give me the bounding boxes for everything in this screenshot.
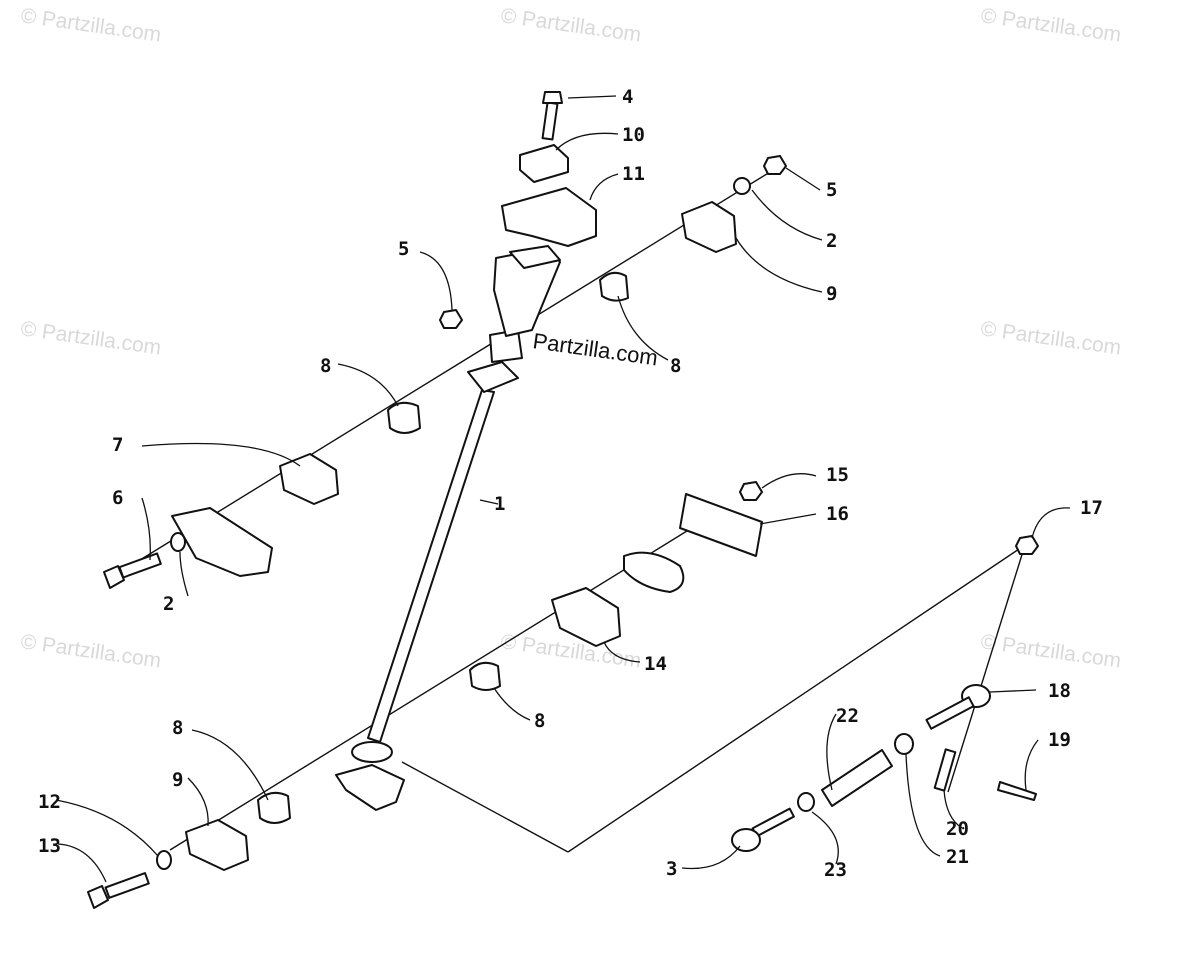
bolt — [103, 565, 125, 589]
callout-number: 20 — [946, 818, 969, 840]
callout-layer: 1 2 2 3 4 5 5 6 7 8 8 8 8 9 9 10 11 12 1… — [38, 86, 1103, 881]
callout-number: 15 — [826, 464, 849, 486]
steering-post — [467, 361, 519, 393]
watermark-center: Partzilla.com — [531, 328, 659, 370]
bolt — [87, 885, 109, 909]
callout-number: 19 — [1048, 729, 1071, 751]
bearing-cap — [185, 819, 249, 871]
callout-number: 18 — [1048, 680, 1071, 702]
bearing-cap — [681, 201, 737, 253]
watermark: © Partzilla.com — [979, 630, 1122, 672]
watermark: © Partzilla.com — [19, 630, 162, 672]
watermark: © Partzilla.com — [19, 4, 162, 46]
callout-number: 3 — [666, 858, 677, 880]
bolt — [542, 91, 563, 104]
watermark: © Partzilla.com — [979, 4, 1122, 46]
callout-number: 13 — [38, 835, 61, 857]
parts-layer — [87, 91, 1039, 909]
bearing-cap — [279, 453, 339, 505]
callout-number: 8 — [534, 710, 545, 732]
callout-number: 8 — [320, 355, 331, 377]
plate — [679, 493, 763, 557]
callout-number: 14 — [644, 653, 667, 675]
callout-number: 22 — [836, 705, 859, 727]
lock-nut — [439, 309, 463, 329]
callout-number: 9 — [172, 769, 183, 791]
leader-lines — [55, 95, 1071, 883]
cotter-pin — [997, 781, 1037, 801]
callout-number: 9 — [826, 283, 837, 305]
callout-number: 6 — [112, 487, 123, 509]
bolt — [541, 101, 559, 141]
callout-number: 7 — [112, 434, 123, 456]
watermark: © Partzilla.com — [499, 4, 642, 46]
tie-rod — [821, 749, 893, 807]
callout-number: 8 — [670, 355, 681, 377]
jam-nut — [797, 792, 815, 812]
callout-number: 5 — [398, 238, 409, 260]
bearing-cap — [551, 587, 621, 647]
washer — [156, 850, 172, 870]
tie-rod-end — [925, 696, 975, 730]
axis-lines — [139, 171, 1026, 853]
bushing — [469, 661, 501, 691]
bearing-cap — [171, 507, 273, 577]
callout-number: 12 — [38, 791, 61, 813]
callout-number: 17 — [1080, 497, 1103, 519]
bushing — [257, 791, 291, 824]
callout-number: 1 — [494, 493, 505, 515]
watermark: © Partzilla.com — [499, 630, 642, 672]
callout-number: 11 — [622, 163, 645, 185]
callout-number: 8 — [172, 717, 183, 739]
washer — [170, 532, 186, 552]
tie-rod-end — [751, 807, 795, 838]
steering-post — [351, 741, 393, 763]
lock-nut — [739, 481, 763, 501]
jam-nut — [894, 733, 914, 755]
steering-post — [335, 764, 405, 811]
watermark: © Partzilla.com — [19, 317, 162, 359]
callout-number: 21 — [946, 846, 969, 868]
clamp — [519, 144, 569, 183]
bolt — [104, 872, 150, 899]
watermark: © Partzilla.com — [979, 317, 1122, 359]
lock-nut — [623, 551, 685, 593]
callout-number: 10 — [622, 124, 645, 146]
watermark-layer: © Partzilla.com © Partzilla.com © Partzi… — [19, 4, 1122, 672]
handlebar-block — [501, 187, 597, 247]
bushing — [599, 271, 629, 302]
tie-rod-end — [731, 828, 761, 852]
steering-post — [509, 245, 561, 269]
lock-nut — [763, 155, 787, 175]
washer — [733, 177, 751, 195]
bushing — [387, 401, 421, 434]
bolt — [118, 552, 162, 579]
callout-number: 16 — [826, 503, 849, 525]
callout-number: 2 — [163, 593, 174, 615]
lock-nut — [1015, 535, 1039, 555]
callout-number: 5 — [826, 179, 837, 201]
callout-number: 4 — [622, 86, 633, 108]
callout-number: 23 — [824, 859, 847, 881]
callout-number: 2 — [826, 230, 837, 252]
bolt — [933, 748, 957, 792]
